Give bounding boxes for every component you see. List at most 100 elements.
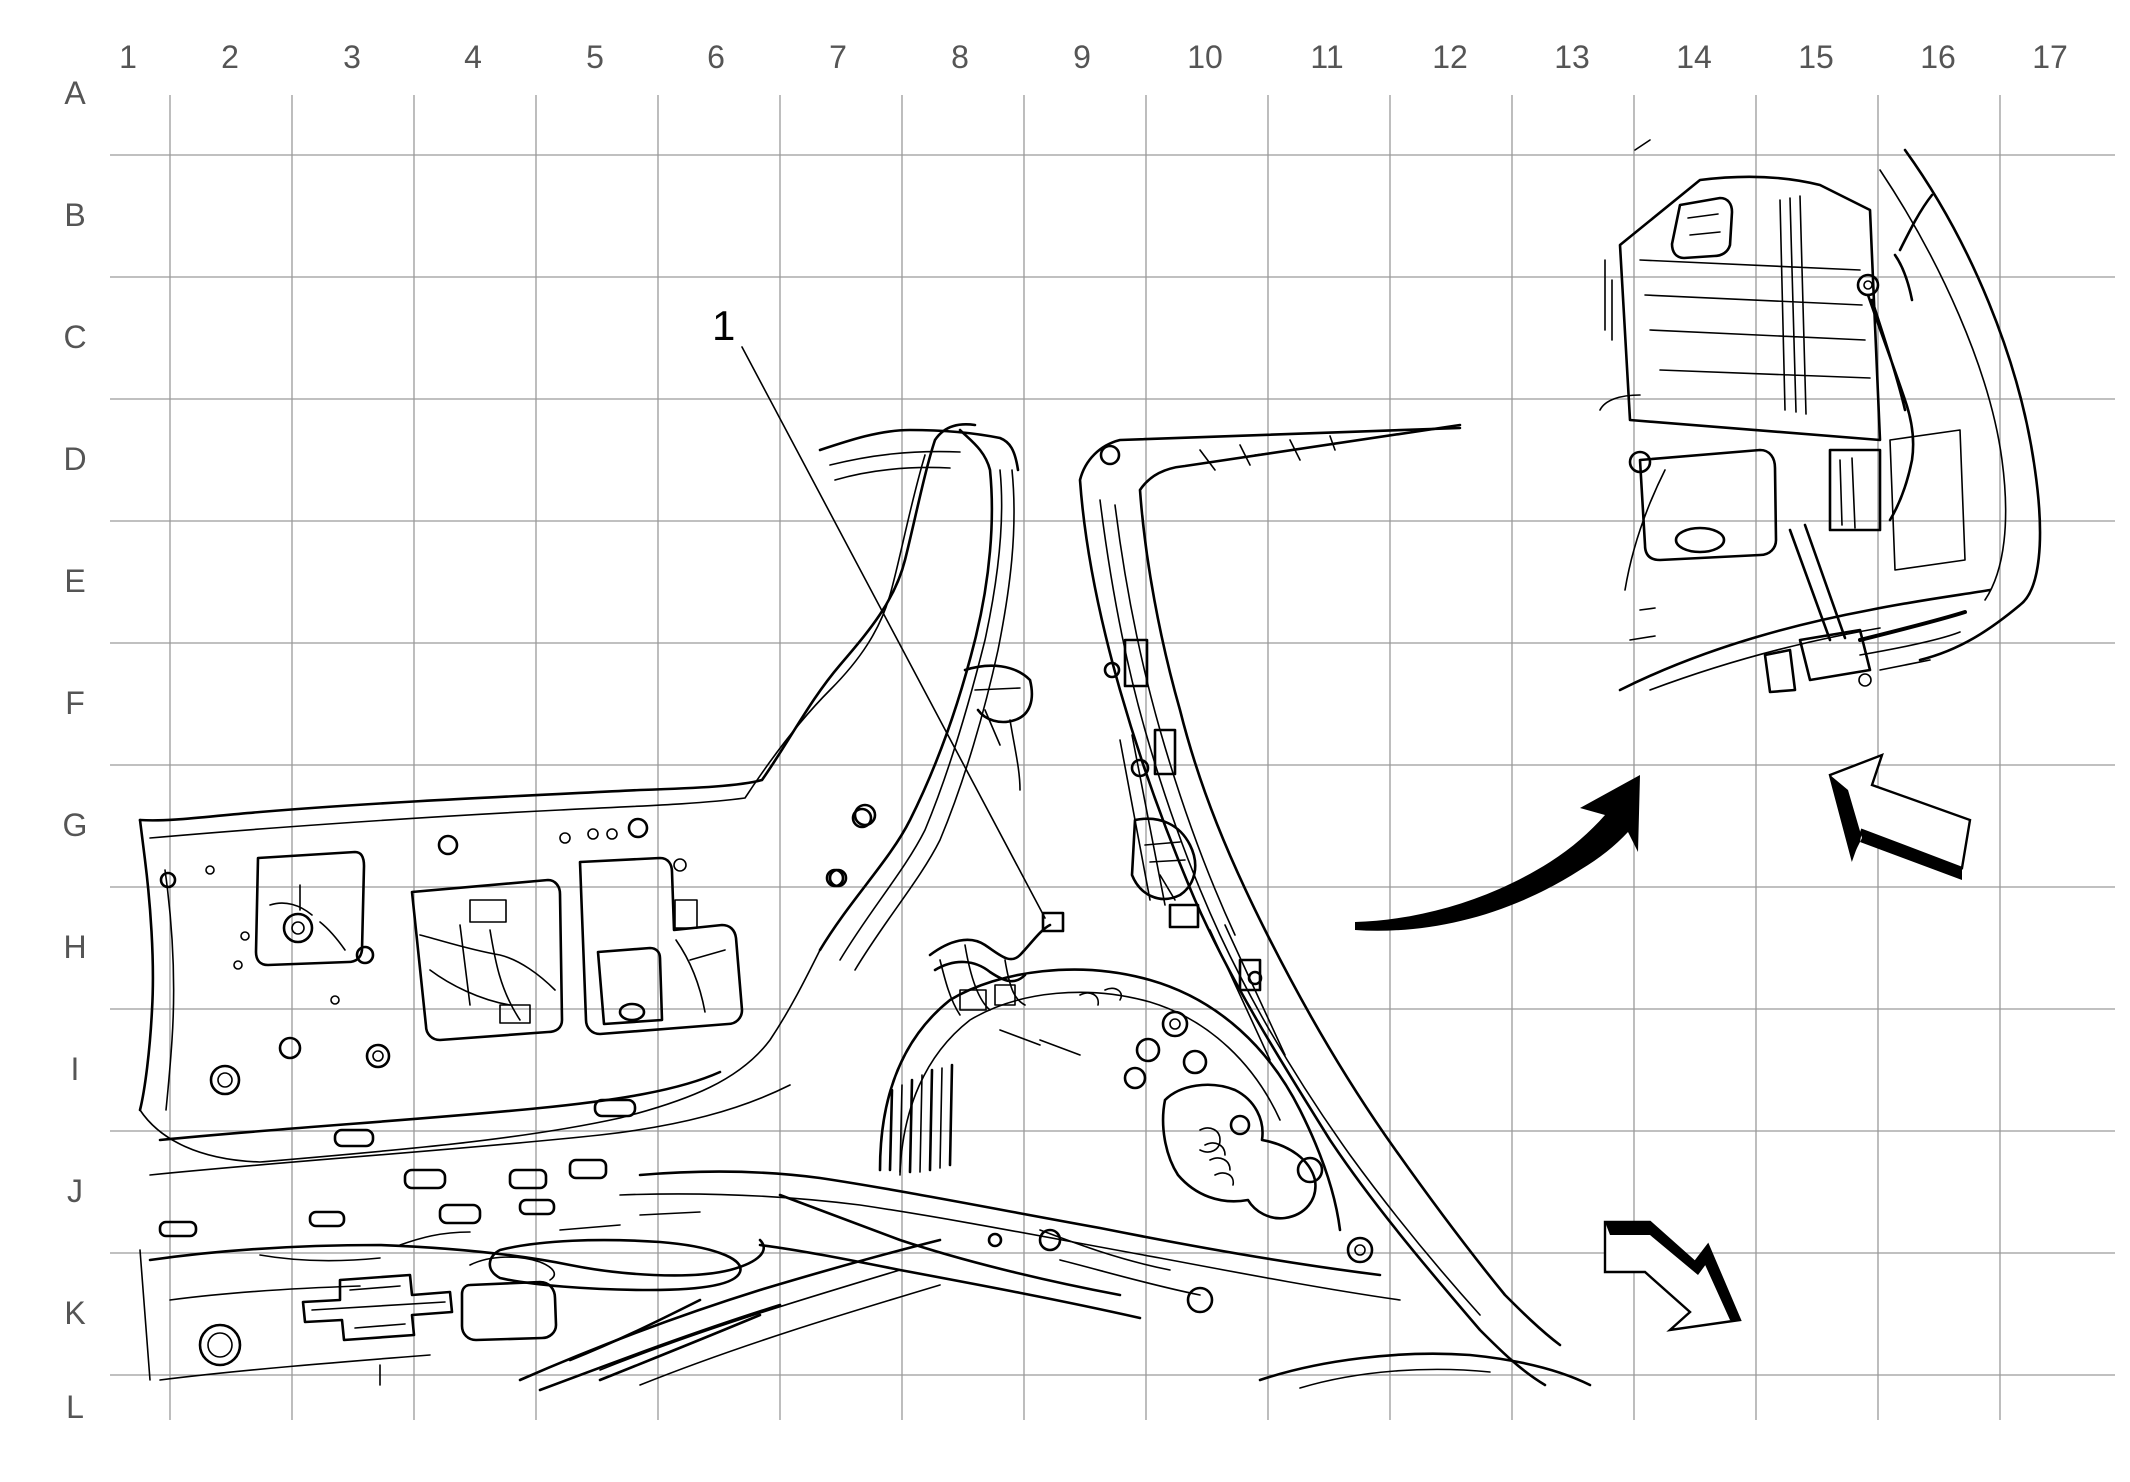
wheelhouse-hole [1182, 1049, 1208, 1075]
pillar-slot [1123, 638, 1149, 688]
rib [908, 1078, 914, 1174]
shock-tower-bracket [1161, 1083, 1317, 1220]
pillar-slot [1153, 728, 1177, 776]
floor-hole-inner [1354, 1244, 1366, 1256]
inset-handle-inner [1687, 213, 1721, 236]
harness-clip [959, 989, 987, 1011]
callout-1-label: 1 [712, 302, 735, 349]
left-floor-rail [568, 1298, 762, 1382]
inset-small-bolt [1858, 673, 1872, 687]
center-wiring [419, 924, 556, 1021]
slot [508, 1168, 548, 1190]
main-body-illustration [138, 423, 1592, 1392]
inset-floor-edge [1618, 588, 1992, 692]
inset-top-tick [1634, 139, 1651, 151]
door-lock-actuator [282, 912, 314, 944]
wheelhouse-hole-inner [1169, 1018, 1181, 1030]
cargo-floor-front-edge [638, 1170, 1382, 1277]
floor-recess-box [460, 1280, 558, 1342]
panel-hole [240, 931, 250, 941]
inset-outer-arc [1903, 148, 2042, 662]
c-pillar-inner-1 [839, 469, 1003, 961]
door-cutout-right [578, 856, 744, 1036]
grid-column-label: 12 [1432, 39, 1468, 75]
harness-clip [994, 984, 1016, 1006]
slot [438, 1203, 482, 1225]
pillar-bracket-upper [963, 664, 1034, 724]
inset-member-lines [1839, 429, 1966, 571]
floor-emboss-inner [311, 1285, 446, 1329]
inset-bolt [1628, 450, 1652, 474]
slot [518, 1198, 556, 1216]
panel-hole [606, 828, 618, 840]
grid-row-label: K [64, 1295, 85, 1331]
inset-panel-lines [1639, 195, 1871, 415]
grid-column-label: 11 [1310, 39, 1343, 75]
pillar-detail-lines [1119, 734, 1286, 1061]
floor-crossmember-2 [758, 1243, 1142, 1320]
panel-hole [587, 828, 599, 840]
grid-row-label: A [64, 75, 86, 111]
panel-hole [159, 871, 177, 889]
curved-arrow-icon [1355, 775, 1640, 931]
forward-arrow-shadow [1605, 1222, 1740, 1320]
floor-rail-detail [1039, 1229, 1201, 1296]
inset-strap [1858, 610, 1967, 642]
panel-hole [209, 1064, 241, 1096]
window-regulator-bracket [596, 946, 664, 1026]
floor-hole [1346, 1236, 1374, 1264]
grid-column-label: 4 [464, 39, 482, 75]
rib [899, 1084, 903, 1173]
inner-door-panel-outline [138, 423, 977, 822]
door-panel-lower-rail [158, 1070, 722, 1142]
pillar-top-flange [818, 428, 1020, 472]
panel-hole [559, 832, 571, 844]
inset-floor-edge-2 [1649, 627, 1881, 691]
grid-column-label: 8 [951, 39, 969, 75]
wheelhouse-outline [878, 968, 1342, 1232]
floor-hole [1038, 1228, 1062, 1252]
regulator-hole [618, 1002, 646, 1022]
slot [568, 1158, 608, 1180]
reference-grid [110, 95, 2115, 1420]
inset-bracket-hole [1674, 526, 1726, 554]
shock-bolt [1229, 1114, 1251, 1136]
grid-row-label: E [64, 563, 85, 599]
pillar-hole [1103, 661, 1121, 679]
quarter-window-opening [1138, 423, 1562, 1347]
c-pillar-inner-2 [854, 469, 1015, 971]
wheelhouse-holes [1123, 1010, 1324, 1184]
inset-hinge-bracket [1763, 628, 1872, 694]
floor-diagonal-rail [518, 1238, 942, 1392]
pillar-hole [1099, 444, 1121, 466]
left-floor-lines [139, 1249, 431, 1386]
wheelhouse-marks [999, 987, 1123, 1056]
panel-hole [365, 1043, 391, 1069]
grid-row-label: F [65, 685, 85, 721]
grid-column-label: 7 [829, 39, 847, 75]
grid-row-label: J [67, 1173, 83, 1209]
rear-floor-line [1299, 1368, 1491, 1389]
panel-hole [627, 817, 649, 839]
c-pillar-outer [818, 428, 994, 952]
grid-column-label: 14 [1676, 39, 1712, 75]
door-lock-hub [291, 921, 305, 935]
quarter-window-frame-outer [1078, 426, 1547, 1387]
door-panel-bottom-edge [139, 949, 821, 1163]
floor-cross-emboss [301, 1273, 454, 1342]
shock-tower-coil [1199, 1127, 1235, 1186]
grid-column-label: 5 [586, 39, 604, 75]
panel-hole [205, 865, 215, 875]
view-arrow-shadow [1830, 775, 1962, 880]
grid-column-label: 15 [1798, 39, 1834, 75]
inset-harness [1866, 293, 1915, 522]
center-module [469, 899, 507, 923]
rib [939, 1067, 943, 1169]
grid-column-label: 6 [707, 39, 725, 75]
rib [888, 1088, 894, 1172]
inset-panel-handle [1670, 196, 1734, 260]
door-cutout-center [410, 878, 564, 1042]
panel-hole [355, 945, 375, 965]
grid-column-label: 2 [221, 39, 239, 75]
inner-door-panel-inner-line [149, 454, 926, 839]
